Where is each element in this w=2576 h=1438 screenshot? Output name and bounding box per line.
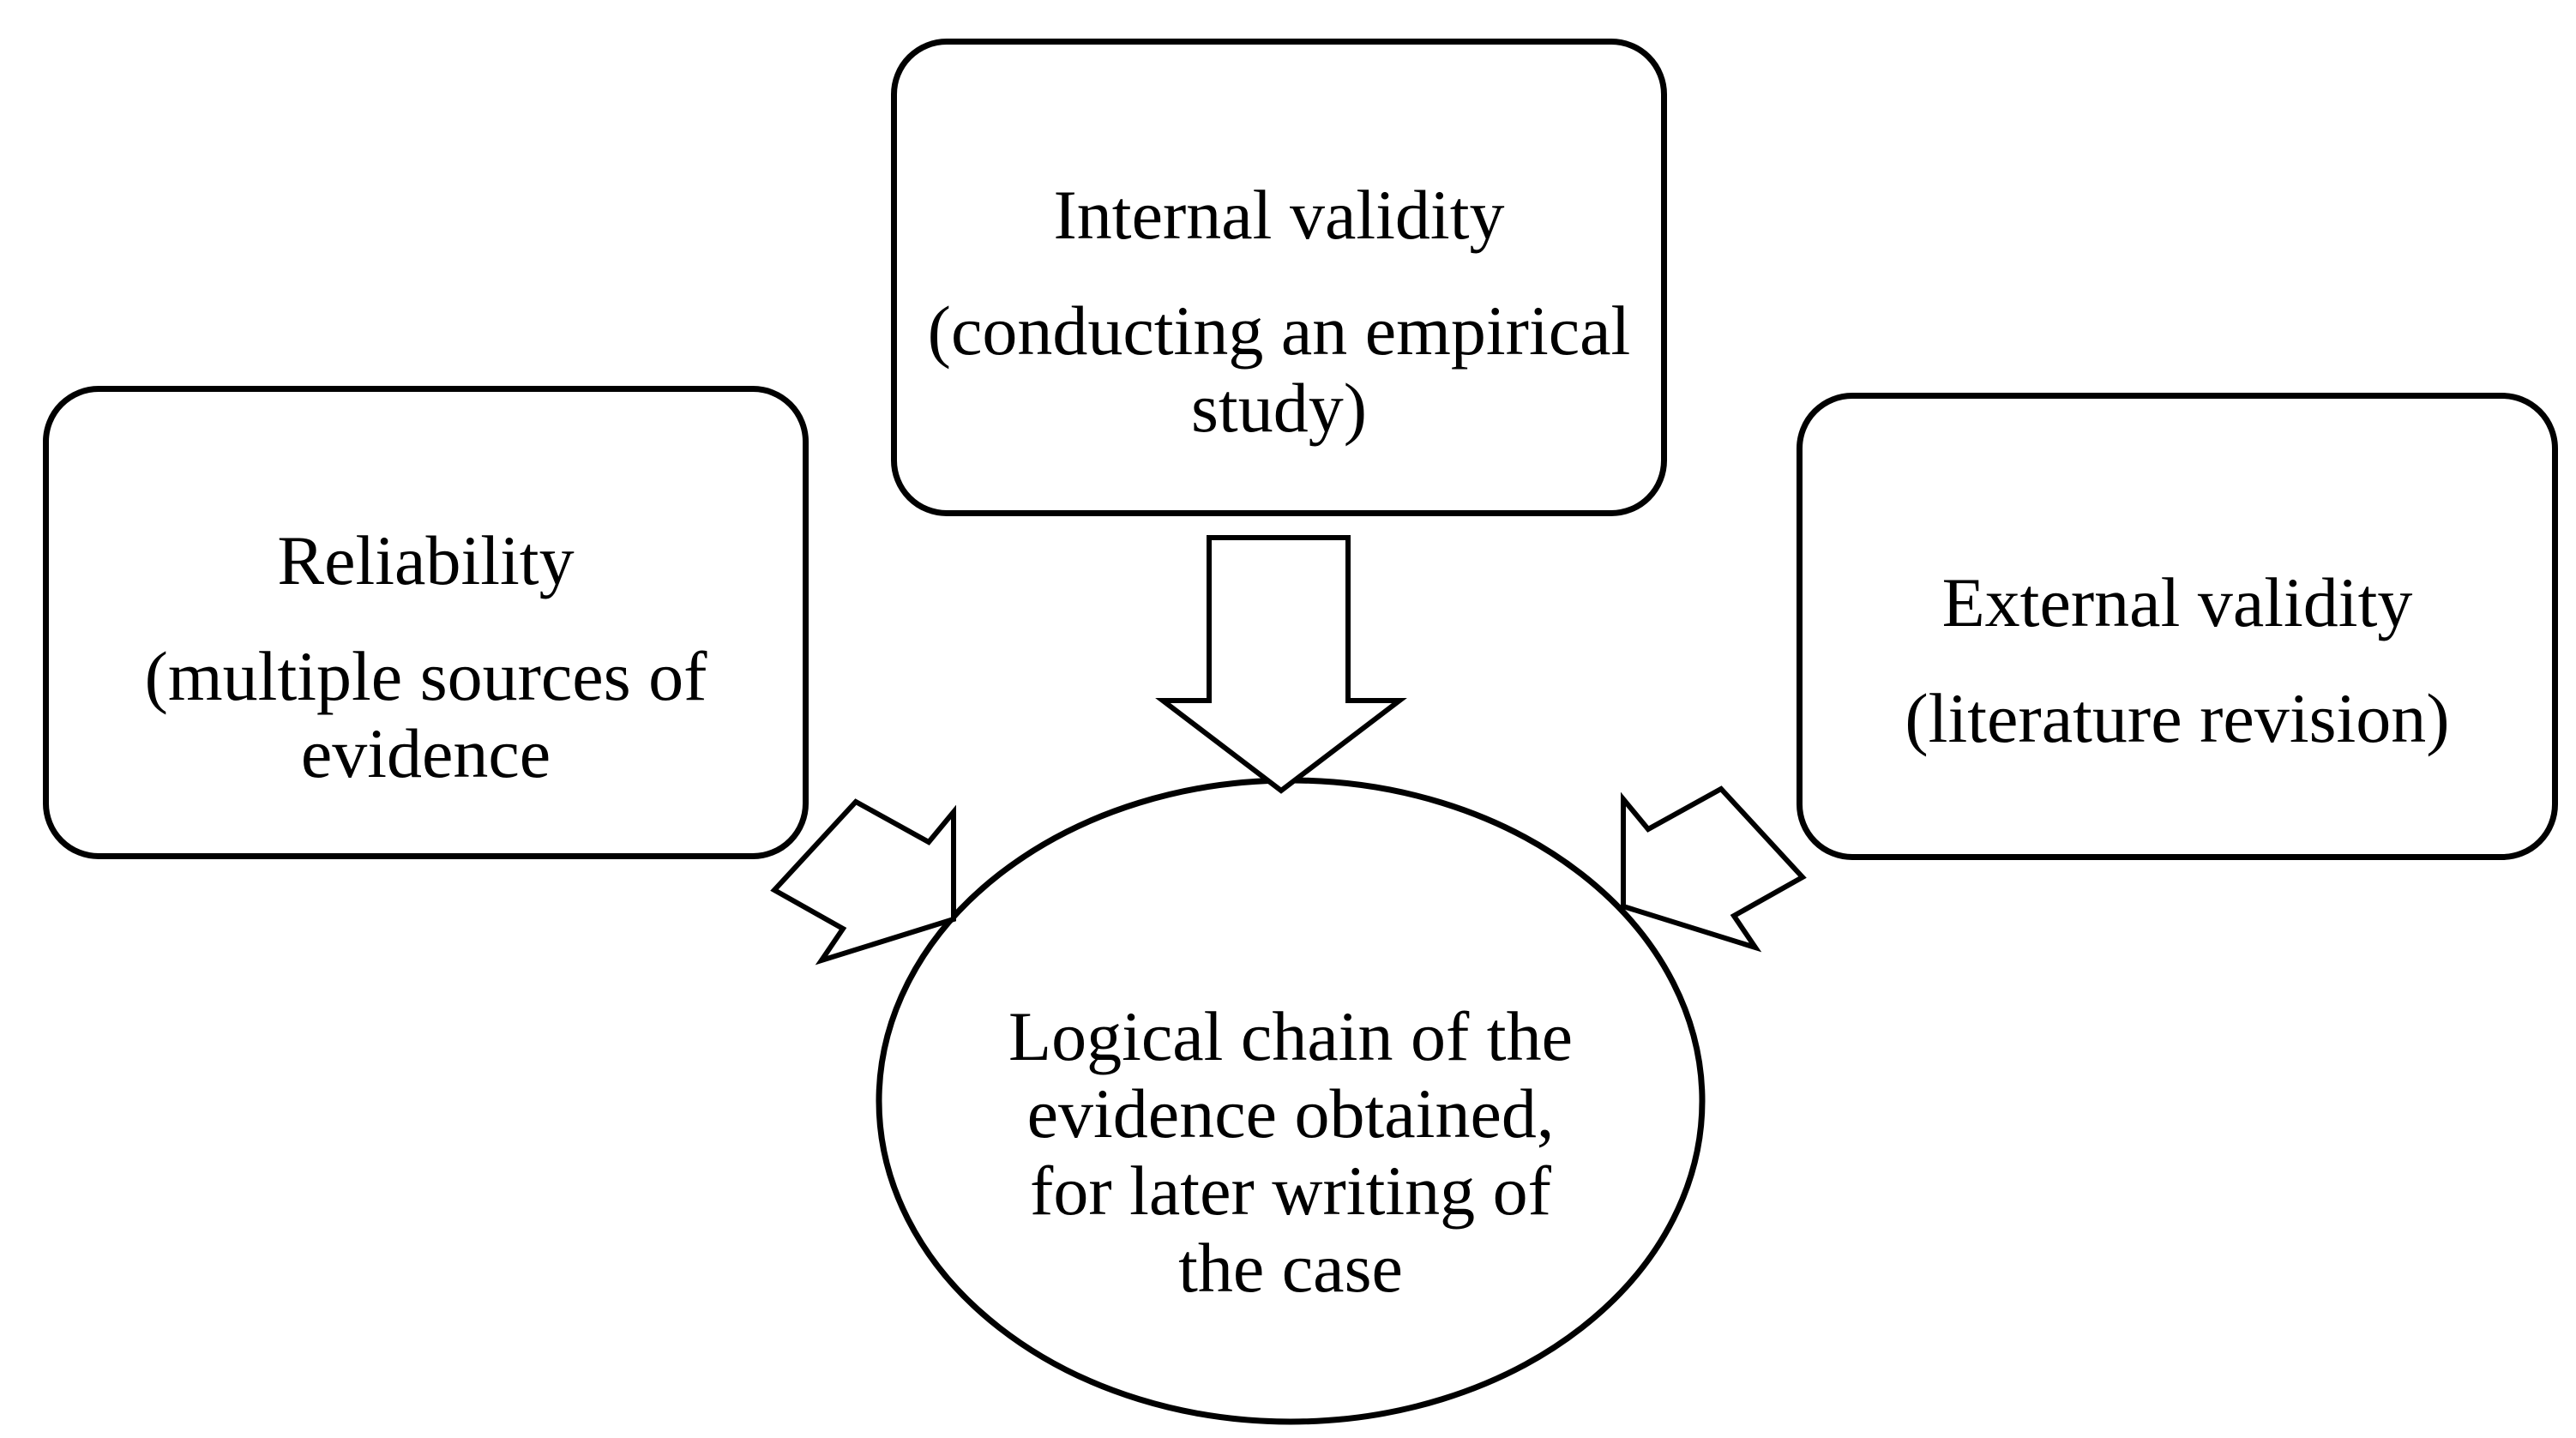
reliability-box-text: Reliability (multiple sources of evidenc… [144, 520, 707, 792]
internal-validity-subtitle-line: study) [1191, 369, 1367, 447]
internal-validity-title: Internal validity [1053, 176, 1505, 254]
reliability-box: Reliability (multiple sources of evidenc… [43, 386, 809, 859]
reliability-subtitle-line: (multiple sources of [144, 636, 707, 715]
internal-validity-subtitle-line: (conducting an empirical [927, 292, 1631, 370]
reliability-title: Reliability [277, 520, 575, 599]
internal-validity-box-text: Internal validity (conducting an empiric… [928, 177, 1631, 447]
external-validity-subtitle-line: (literature revision) [1905, 679, 2450, 757]
down-left-block-arrow-icon [1621, 785, 1807, 953]
ellipse-text-line: evidence obtained, [1026, 1074, 1555, 1152]
down-right-block-arrow-icon [770, 798, 956, 966]
external-validity-box-text: External validity (literature revision) [1905, 564, 2449, 757]
logical-chain-ellipse-text: Logical chain of the evidence obtained, … [948, 998, 1634, 1307]
down-block-arrow-icon [1155, 535, 1407, 794]
internal-validity-box: Internal validity (conducting an empiric… [891, 39, 1667, 516]
ellipse-text-line: the case [1178, 1229, 1403, 1307]
ellipse-text-line: Logical chain of the [1008, 997, 1573, 1075]
ellipse-text-line: for later writing of [1030, 1152, 1551, 1230]
reliability-subtitle: (multiple sources of evidence [144, 636, 707, 792]
reliability-subtitle-line: evidence [300, 713, 551, 792]
external-validity-title: External validity [1941, 563, 2413, 641]
external-validity-box: External validity (literature revision) [1797, 393, 2558, 860]
internal-validity-subtitle: (conducting an empirical study) [928, 292, 1631, 447]
external-validity-subtitle: (literature revision) [1905, 680, 2449, 757]
